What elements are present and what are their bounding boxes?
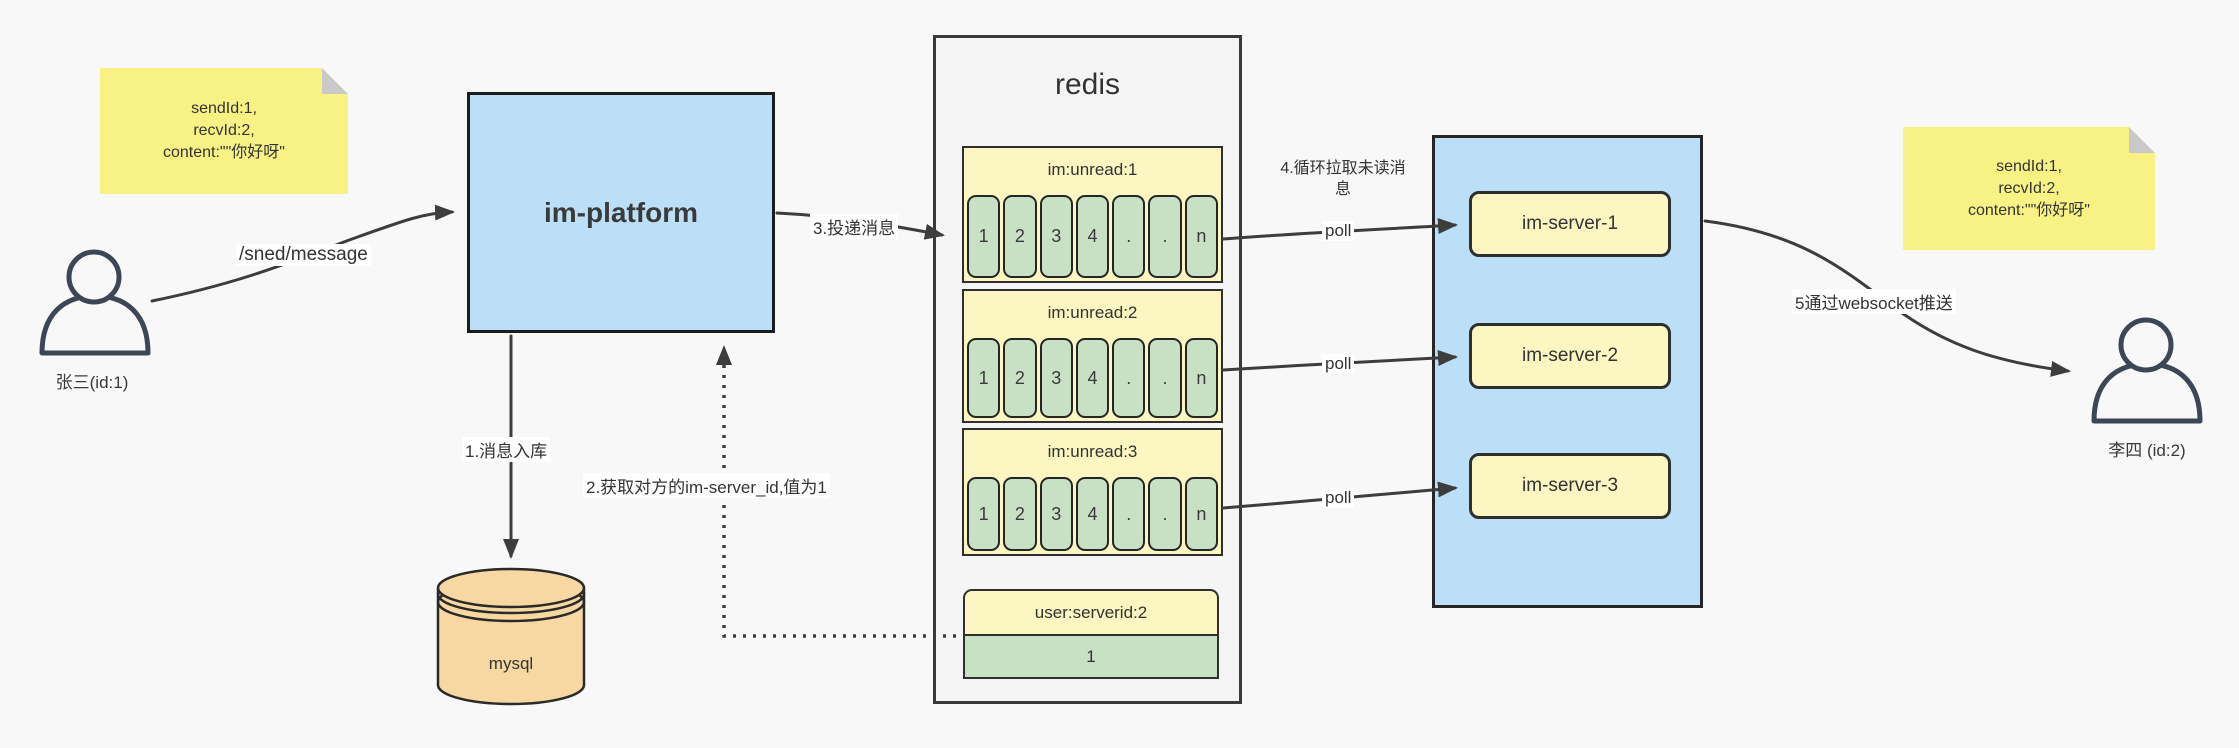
queue-cell: . bbox=[1148, 477, 1182, 551]
mysql-label: mysql bbox=[488, 654, 534, 673]
step3-label: 3.投递消息 bbox=[810, 214, 899, 239]
redis-title: redis bbox=[1054, 68, 1121, 101]
person-icon-receiver bbox=[2091, 317, 2203, 424]
queue-cell: 1 bbox=[967, 477, 1001, 551]
im-server-label: im-server-3 bbox=[1521, 475, 1619, 496]
queue-cell: 3 bbox=[1039, 195, 1073, 278]
unread-queue-2: im:unread:2 1 2 3 4 . . n bbox=[962, 289, 1223, 423]
unread-queue-1: im:unread:1 1 2 3 4 . . n bbox=[962, 146, 1223, 283]
queue-cell: 3 bbox=[1039, 338, 1073, 418]
queue-cell: . bbox=[1112, 338, 1146, 418]
queue-header: im:unread:1 bbox=[1047, 160, 1138, 179]
user-serverid-value: 1 bbox=[963, 634, 1219, 679]
receiver-label: 李四 (id:2) bbox=[2108, 441, 2186, 460]
message-note-right: sendId:1, recvId:2, content:""你好呀" bbox=[1903, 127, 2155, 250]
im-platform-box: im-platform bbox=[467, 92, 775, 333]
queue-cell: . bbox=[1112, 195, 1146, 278]
queue-cells: 1 2 3 4 . . n bbox=[967, 195, 1218, 278]
queue-cell: 3 bbox=[1039, 477, 1073, 551]
step5-label: 5通过websocket推送 bbox=[1792, 289, 1956, 314]
queue-cell: 2 bbox=[1003, 338, 1037, 418]
queue-cell: . bbox=[1112, 477, 1146, 551]
note-fold-icon bbox=[322, 68, 348, 94]
note-line: content:""你好呀" bbox=[1968, 201, 2090, 219]
note-line: content:""你好呀" bbox=[163, 144, 285, 161]
poll-label-1: poll bbox=[1322, 221, 1355, 241]
queue-cell: . bbox=[1148, 195, 1182, 278]
send-message-label: /sned/message bbox=[236, 244, 371, 266]
poll-label-3: poll bbox=[1322, 488, 1355, 508]
queue-cells: 1 2 3 4 . . n bbox=[967, 338, 1218, 418]
user-serverid-box: user:serverid:2 1 bbox=[963, 589, 1219, 679]
note-line: recvId:2, bbox=[193, 122, 255, 139]
im-server-label: im-server-1 bbox=[1521, 213, 1619, 234]
person-icon-sender bbox=[39, 249, 151, 356]
queue-cell: 2 bbox=[1003, 477, 1037, 551]
queue-cell: . bbox=[1148, 338, 1182, 418]
queue-header: im:unread:3 bbox=[1047, 442, 1138, 461]
im-server-cluster: im-server-1 im-server-2 im-server-3 bbox=[1432, 135, 1703, 608]
step4-line1: 4.循环拉取未读消 bbox=[1280, 160, 1406, 177]
im-server-1-box: im-server-1 bbox=[1469, 191, 1671, 257]
im-server-3-box: im-server-3 bbox=[1469, 453, 1671, 519]
poll-label-2: poll bbox=[1322, 354, 1355, 374]
im-server-label: im-server-2 bbox=[1521, 345, 1619, 366]
note-line: sendId:1, bbox=[191, 100, 257, 117]
queue-cell: n bbox=[1184, 338, 1218, 418]
note-line: recvId:2, bbox=[1998, 179, 2060, 197]
im-server-2-box: im-server-2 bbox=[1469, 323, 1671, 389]
sender-label: 张三(id:1) bbox=[55, 373, 129, 392]
user-serverid-key: user:serverid:2 bbox=[963, 589, 1219, 634]
step2-label: 2.获取对方的im-server_id,值为1 bbox=[583, 473, 830, 498]
message-note-left: sendId:1, recvId:2, content:""你好呀" bbox=[100, 68, 348, 194]
queue-cell: n bbox=[1184, 195, 1218, 278]
im-platform-label: im-platform bbox=[544, 196, 698, 228]
queue-cell: 4 bbox=[1075, 338, 1110, 418]
redis-container: redis im:unread:1 1 2 3 4 . . n im:unrea… bbox=[933, 35, 1242, 704]
unread-queue-3: im:unread:3 1 2 3 4 . . n bbox=[962, 428, 1223, 556]
queue-cell: 1 bbox=[967, 195, 1001, 278]
step4-label: 4.循环拉取未读消 息 bbox=[1262, 158, 1424, 200]
queue-cell: 4 bbox=[1075, 477, 1110, 551]
queue-header: im:unread:2 bbox=[1047, 303, 1138, 322]
queue-cells: 1 2 3 4 . . n bbox=[967, 477, 1218, 551]
step1-label: 1.消息入库 bbox=[462, 437, 551, 462]
mysql-cylinder-icon bbox=[436, 567, 586, 706]
note-fold-icon bbox=[2129, 127, 2155, 153]
queue-cell: 4 bbox=[1075, 195, 1110, 278]
queue-cell: 1 bbox=[967, 338, 1001, 418]
queue-cell: 2 bbox=[1003, 195, 1037, 278]
step4-line2: 息 bbox=[1334, 181, 1351, 198]
queue-cell: n bbox=[1184, 477, 1218, 551]
note-line: sendId:1, bbox=[1996, 157, 2062, 175]
